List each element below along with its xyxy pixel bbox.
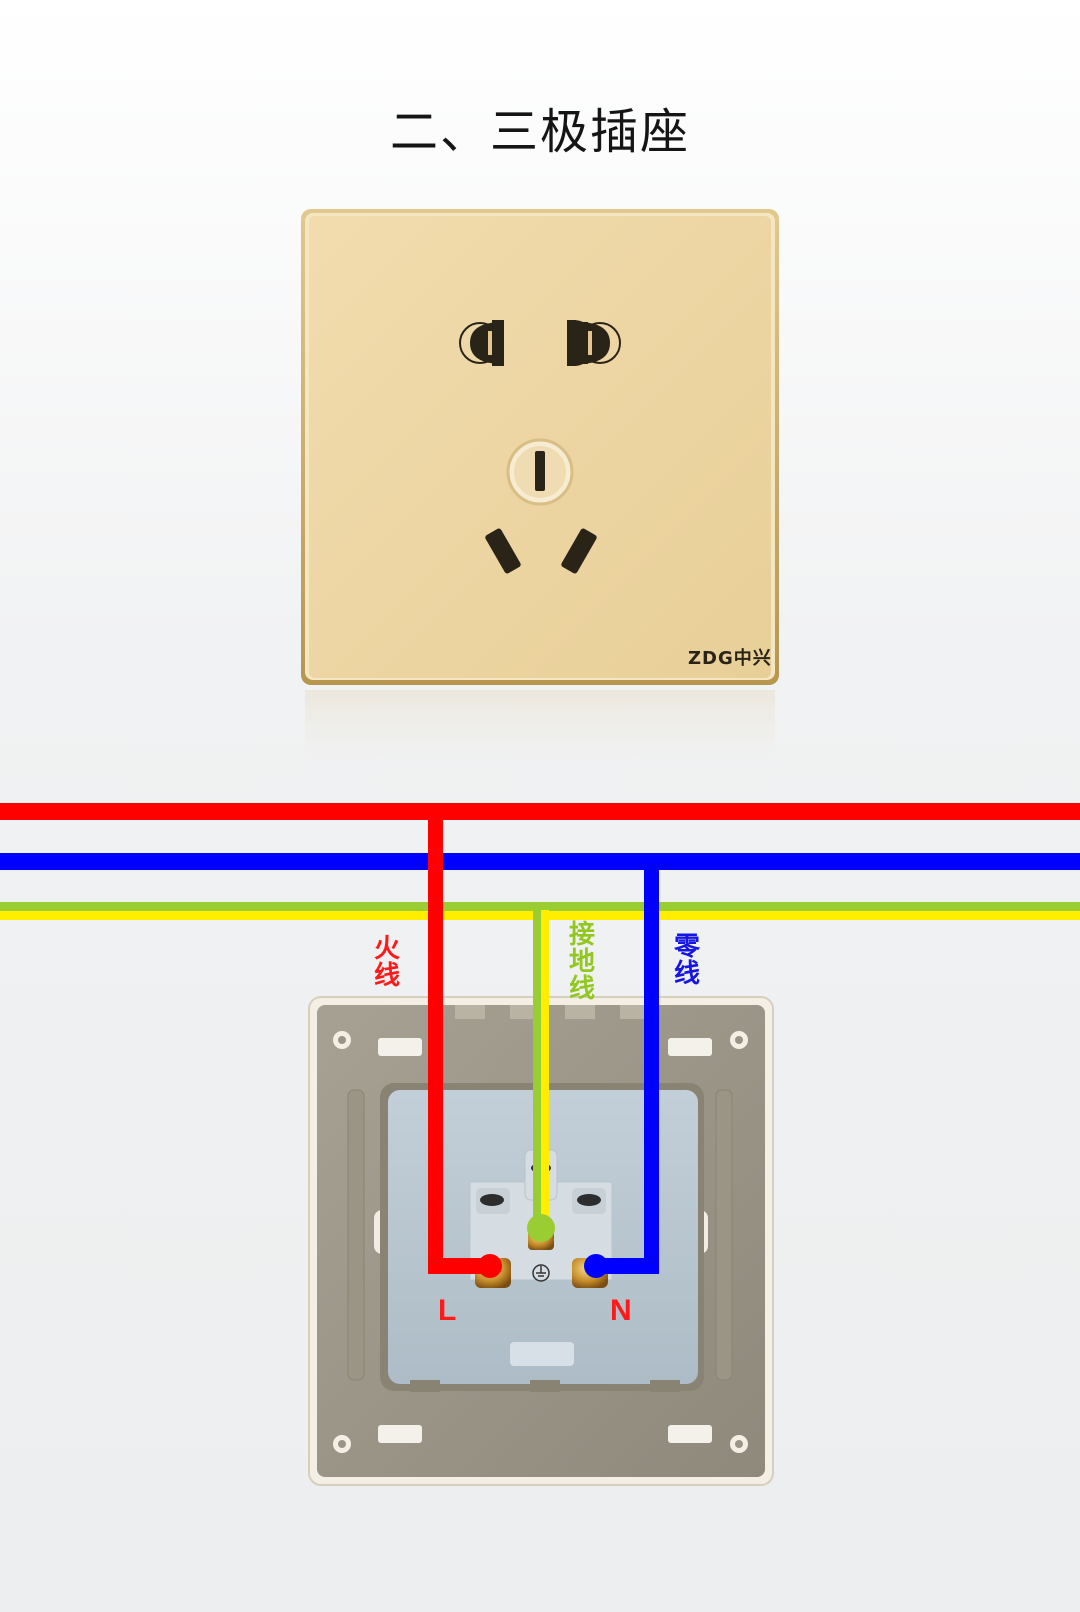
page-title: 二、三极插座 xyxy=(389,104,690,160)
ground-supply-line xyxy=(0,902,1080,911)
angled-slot-right xyxy=(561,528,597,574)
terminal-label-N: N xyxy=(610,1294,632,1327)
neutral-wire-end xyxy=(584,1254,608,1278)
ground-wire-drop xyxy=(533,910,541,1228)
neutral-wire-label: 零线 xyxy=(673,932,700,989)
live-wire-label: 火线 xyxy=(373,934,400,991)
earth-ground-icon xyxy=(532,1264,550,1282)
ground-wire-end xyxy=(527,1214,555,1242)
brand-logo: ZDG中兴 xyxy=(688,648,772,669)
terminal-screw xyxy=(577,1194,601,1206)
terminal-label-L: L xyxy=(438,1294,457,1327)
ground-wire-stripe xyxy=(541,910,549,1228)
ground-wire-label: 接地线 xyxy=(568,920,595,1004)
neutral-supply-line xyxy=(0,853,1080,870)
live-wire-end xyxy=(478,1254,502,1278)
neutral-wire-drop xyxy=(644,862,659,1274)
live-supply-line xyxy=(0,803,1080,820)
angled-slot-left xyxy=(485,528,521,574)
wiring-lines xyxy=(0,803,1080,1278)
neutral-wire-to-N xyxy=(596,1258,659,1274)
socket-front-face xyxy=(301,209,779,780)
live-wire-drop xyxy=(428,812,443,1274)
terminal-screw xyxy=(480,1194,504,1206)
plate-reflection xyxy=(305,690,775,780)
live-wire-to-L xyxy=(428,1258,490,1274)
